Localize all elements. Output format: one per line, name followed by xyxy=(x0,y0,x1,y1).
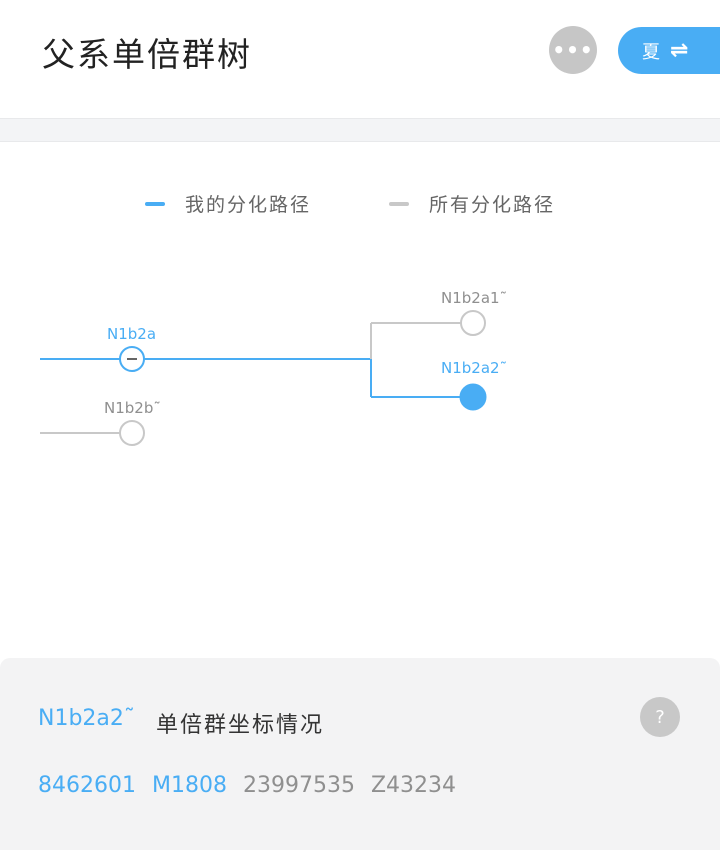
swap-arrows-icon: ⇌ xyxy=(670,38,689,63)
node-n1b2a1[interactable] xyxy=(460,310,486,336)
snp-list: 8462601 M1808 23997535 Z43234 xyxy=(38,773,472,798)
panel-haplogroup: N1b2a2˜ xyxy=(38,706,135,731)
node-label-n1b2a: N1b2a xyxy=(107,325,157,343)
node-label-n1b2b: N1b2b˜ xyxy=(104,399,161,417)
season-label: 夏 xyxy=(642,41,660,63)
haplogroup-info-panel: N1b2a2˜ 单倍群坐标情况 ? 8462601 M1808 23997535… xyxy=(0,658,720,850)
snp-item: Z43234 xyxy=(370,773,457,798)
legend-item-all[interactable]: 所有分化路径 xyxy=(389,190,555,217)
help-button[interactable]: ? xyxy=(640,697,680,737)
tree-lines xyxy=(40,310,487,446)
section-divider xyxy=(0,118,720,142)
node-label-n1b2a2: N1b2a2˜ xyxy=(441,359,508,377)
legend-item-mine[interactable]: 我的分化路径 xyxy=(145,190,311,217)
snp-item: 8462601 xyxy=(38,773,136,798)
node-n1b2a[interactable] xyxy=(119,346,145,372)
legend: 我的分化路径 所有分化路径 xyxy=(0,190,720,220)
node-label-n1b2a1: N1b2a1˜ xyxy=(441,289,508,307)
snp-item: M1808 xyxy=(151,773,227,798)
snp-item: 23997535 xyxy=(242,773,355,798)
season-switch-button[interactable]: 夏 ⇌ xyxy=(618,27,720,74)
legend-swatch-all xyxy=(389,201,409,206)
legend-label-all: 所有分化路径 xyxy=(429,194,556,216)
more-button[interactable]: ••• xyxy=(549,26,597,74)
legend-swatch-mine xyxy=(145,201,165,206)
header: 父系单倍群树 ••• 夏 ⇌ xyxy=(0,0,720,118)
haplogroup-tree: N1b2a N1b2b˜ N1b2a1˜ N1b2a2˜ xyxy=(0,280,720,470)
ellipsis-icon: ••• xyxy=(552,38,594,62)
page-title: 父系单倍群树 xyxy=(42,35,252,74)
question-icon: ? xyxy=(655,706,665,728)
node-n1b2b[interactable] xyxy=(119,420,145,446)
panel-title: 单倍群坐标情况 xyxy=(156,713,325,738)
node-n1b2a2[interactable] xyxy=(459,383,487,411)
legend-label-mine: 我的分化路径 xyxy=(185,194,312,216)
